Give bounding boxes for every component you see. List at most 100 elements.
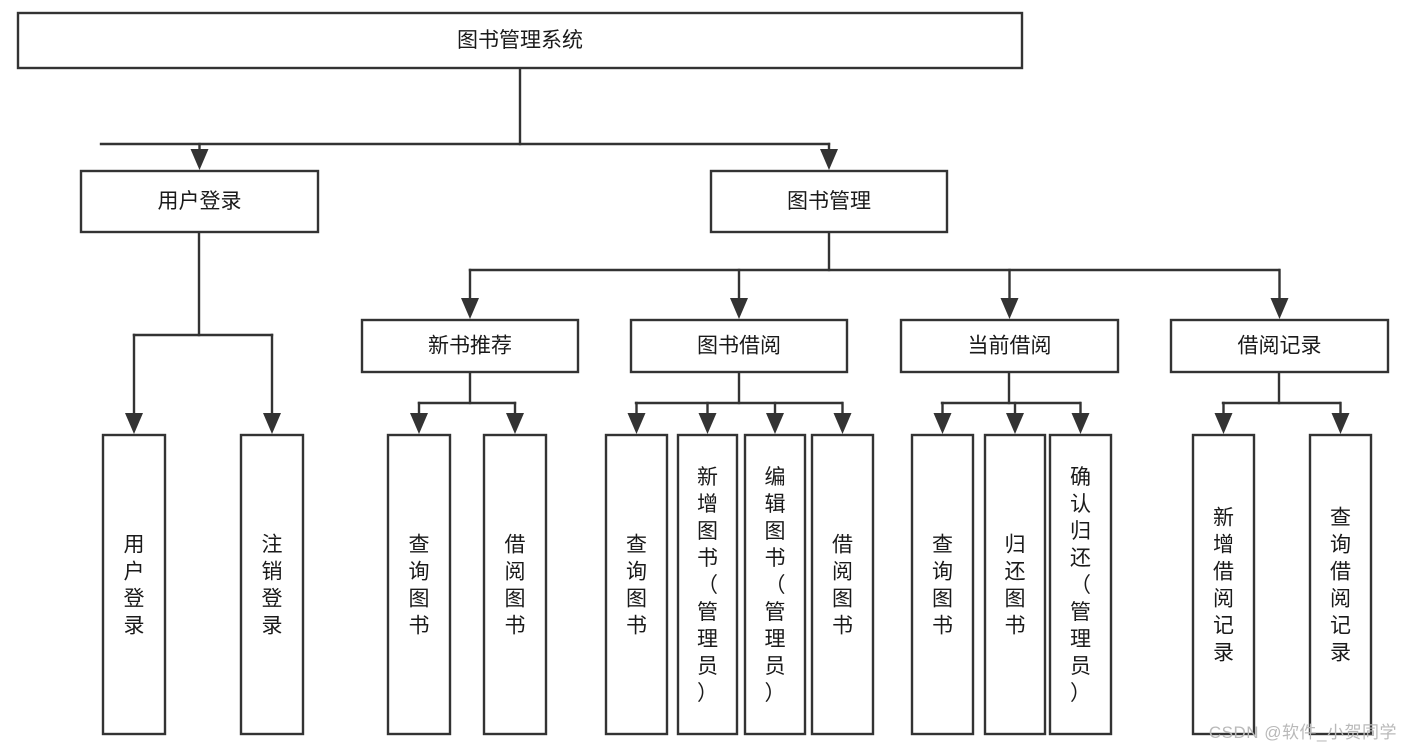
node-box[interactable] [910, 433, 975, 736]
connector-arrow [833, 401, 852, 434]
node-label: 借阅图书 [505, 534, 526, 638]
connector-layer [99, 66, 1350, 434]
node-label: 查询图书 [932, 534, 953, 638]
node-leaf-user-login[interactable]: 用户登录 [101, 433, 167, 736]
arrow-head [833, 413, 852, 434]
node-box[interactable] [743, 433, 807, 736]
node-leaf-query-record[interactable]: 查询借阅记录 [1308, 433, 1373, 736]
node-label: 图书借阅 [697, 335, 781, 358]
node-box[interactable] [899, 318, 1120, 374]
connector-arrow [461, 268, 479, 319]
node-new-book-rec[interactable]: 新书推荐 [360, 318, 580, 374]
node-label: 借阅记录 [1238, 335, 1322, 358]
node-box[interactable] [709, 169, 949, 234]
node-leaf-edit-book[interactable]: 编辑图书（管理员） [743, 433, 807, 736]
connector-arrow [125, 333, 143, 434]
node-label: 确认归还（管理员） [1070, 466, 1091, 705]
connector-bus [634, 370, 844, 405]
node-box[interactable] [983, 433, 1047, 736]
arrow-head [190, 149, 209, 170]
arrow-head [698, 413, 717, 434]
node-box[interactable] [386, 433, 452, 736]
node-box[interactable] [1169, 318, 1390, 374]
connector-bus [417, 370, 517, 405]
arrow-head [125, 413, 143, 434]
node-borrow-record[interactable]: 借阅记录 [1169, 318, 1390, 374]
node-label: 用户登录 [124, 534, 145, 638]
node-leaf-logout[interactable]: 注销登录 [239, 433, 305, 736]
node-box[interactable] [604, 433, 669, 736]
node-label: 图书管理 [787, 190, 871, 213]
node-leaf-add-record[interactable]: 新增借阅记录 [1191, 433, 1256, 736]
node-label: 新增图书（管理员） [697, 466, 718, 705]
connector-bus [940, 370, 1082, 405]
connector-arrow [506, 401, 524, 434]
connector-arrow [1331, 401, 1350, 434]
node-box[interactable] [16, 11, 1024, 70]
connector-arrow [1006, 401, 1024, 434]
node-box[interactable] [360, 318, 580, 374]
node-book-borrow[interactable]: 图书借阅 [629, 318, 849, 374]
node-leaf-query-book-3[interactable]: 查询图书 [910, 433, 975, 736]
node-leaf-borrow-book-2[interactable]: 借阅图书 [810, 433, 875, 736]
node-current-borrow[interactable]: 当前借阅 [899, 318, 1120, 374]
node-leaf-return-book[interactable]: 归还图书 [983, 433, 1047, 736]
arrow-head [1071, 413, 1090, 434]
connector-arrow [730, 268, 748, 319]
node-label: 查询借阅记录 [1330, 507, 1351, 665]
node-label: 编辑图书（管理员） [765, 466, 786, 705]
node-box[interactable] [629, 318, 849, 374]
connector-arrow [820, 142, 838, 170]
arrow-head [1214, 413, 1233, 434]
arrow-head [1000, 298, 1019, 319]
node-layer: 图书管理系统用户登录图书管理新书推荐图书借阅当前借阅借阅记录用户登录注销登录查询… [16, 11, 1390, 736]
arrow-head [1006, 413, 1024, 434]
node-box[interactable] [810, 433, 875, 736]
node-label: 当前借阅 [968, 335, 1052, 358]
node-label: 查询图书 [409, 534, 430, 638]
node-leaf-confirm-return[interactable]: 确认归还（管理员） [1048, 433, 1113, 736]
connector-arrow [263, 333, 281, 434]
node-leaf-query-book-2[interactable]: 查询图书 [604, 433, 669, 736]
node-label: 查询图书 [626, 534, 647, 638]
connector-arrow [190, 142, 209, 170]
node-leaf-query-book-1[interactable]: 查询图书 [386, 433, 452, 736]
node-user-login[interactable]: 用户登录 [79, 169, 320, 234]
connector-arrow [1000, 268, 1019, 319]
node-leaf-borrow-book-1[interactable]: 借阅图书 [482, 433, 548, 736]
node-label: 注销登录 [262, 534, 283, 638]
connector-bus [468, 230, 1281, 272]
node-box[interactable] [1308, 433, 1373, 736]
node-leaf-add-book[interactable]: 新增图书（管理员） [676, 433, 739, 736]
arrow-head [410, 413, 428, 434]
connector-arrow [1071, 401, 1090, 434]
arrow-head [1270, 298, 1289, 319]
arrow-head [730, 298, 748, 319]
node-label: 用户登录 [158, 190, 242, 213]
connector-arrow [627, 401, 646, 434]
connector-arrow [1270, 268, 1289, 319]
arrow-head [506, 413, 524, 434]
arrow-head [933, 413, 952, 434]
node-label: 借阅图书 [832, 534, 853, 638]
node-box[interactable] [1191, 433, 1256, 736]
node-label: 归还图书 [1005, 534, 1026, 638]
node-root[interactable]: 图书管理系统 [16, 11, 1024, 70]
node-box[interactable] [482, 433, 548, 736]
arrow-head [766, 413, 784, 434]
connector-bus [1221, 370, 1342, 405]
node-box[interactable] [101, 433, 167, 736]
arrow-head [461, 298, 479, 319]
connector-arrow [766, 401, 784, 434]
connector-bus [99, 66, 831, 146]
node-box[interactable] [79, 169, 320, 234]
node-box[interactable] [1048, 433, 1113, 736]
node-book-manage[interactable]: 图书管理 [709, 169, 949, 234]
connector-arrow [1214, 401, 1233, 434]
arrow-head [820, 149, 838, 170]
node-box[interactable] [676, 433, 739, 736]
arrow-head [627, 413, 646, 434]
node-box[interactable] [239, 433, 305, 736]
